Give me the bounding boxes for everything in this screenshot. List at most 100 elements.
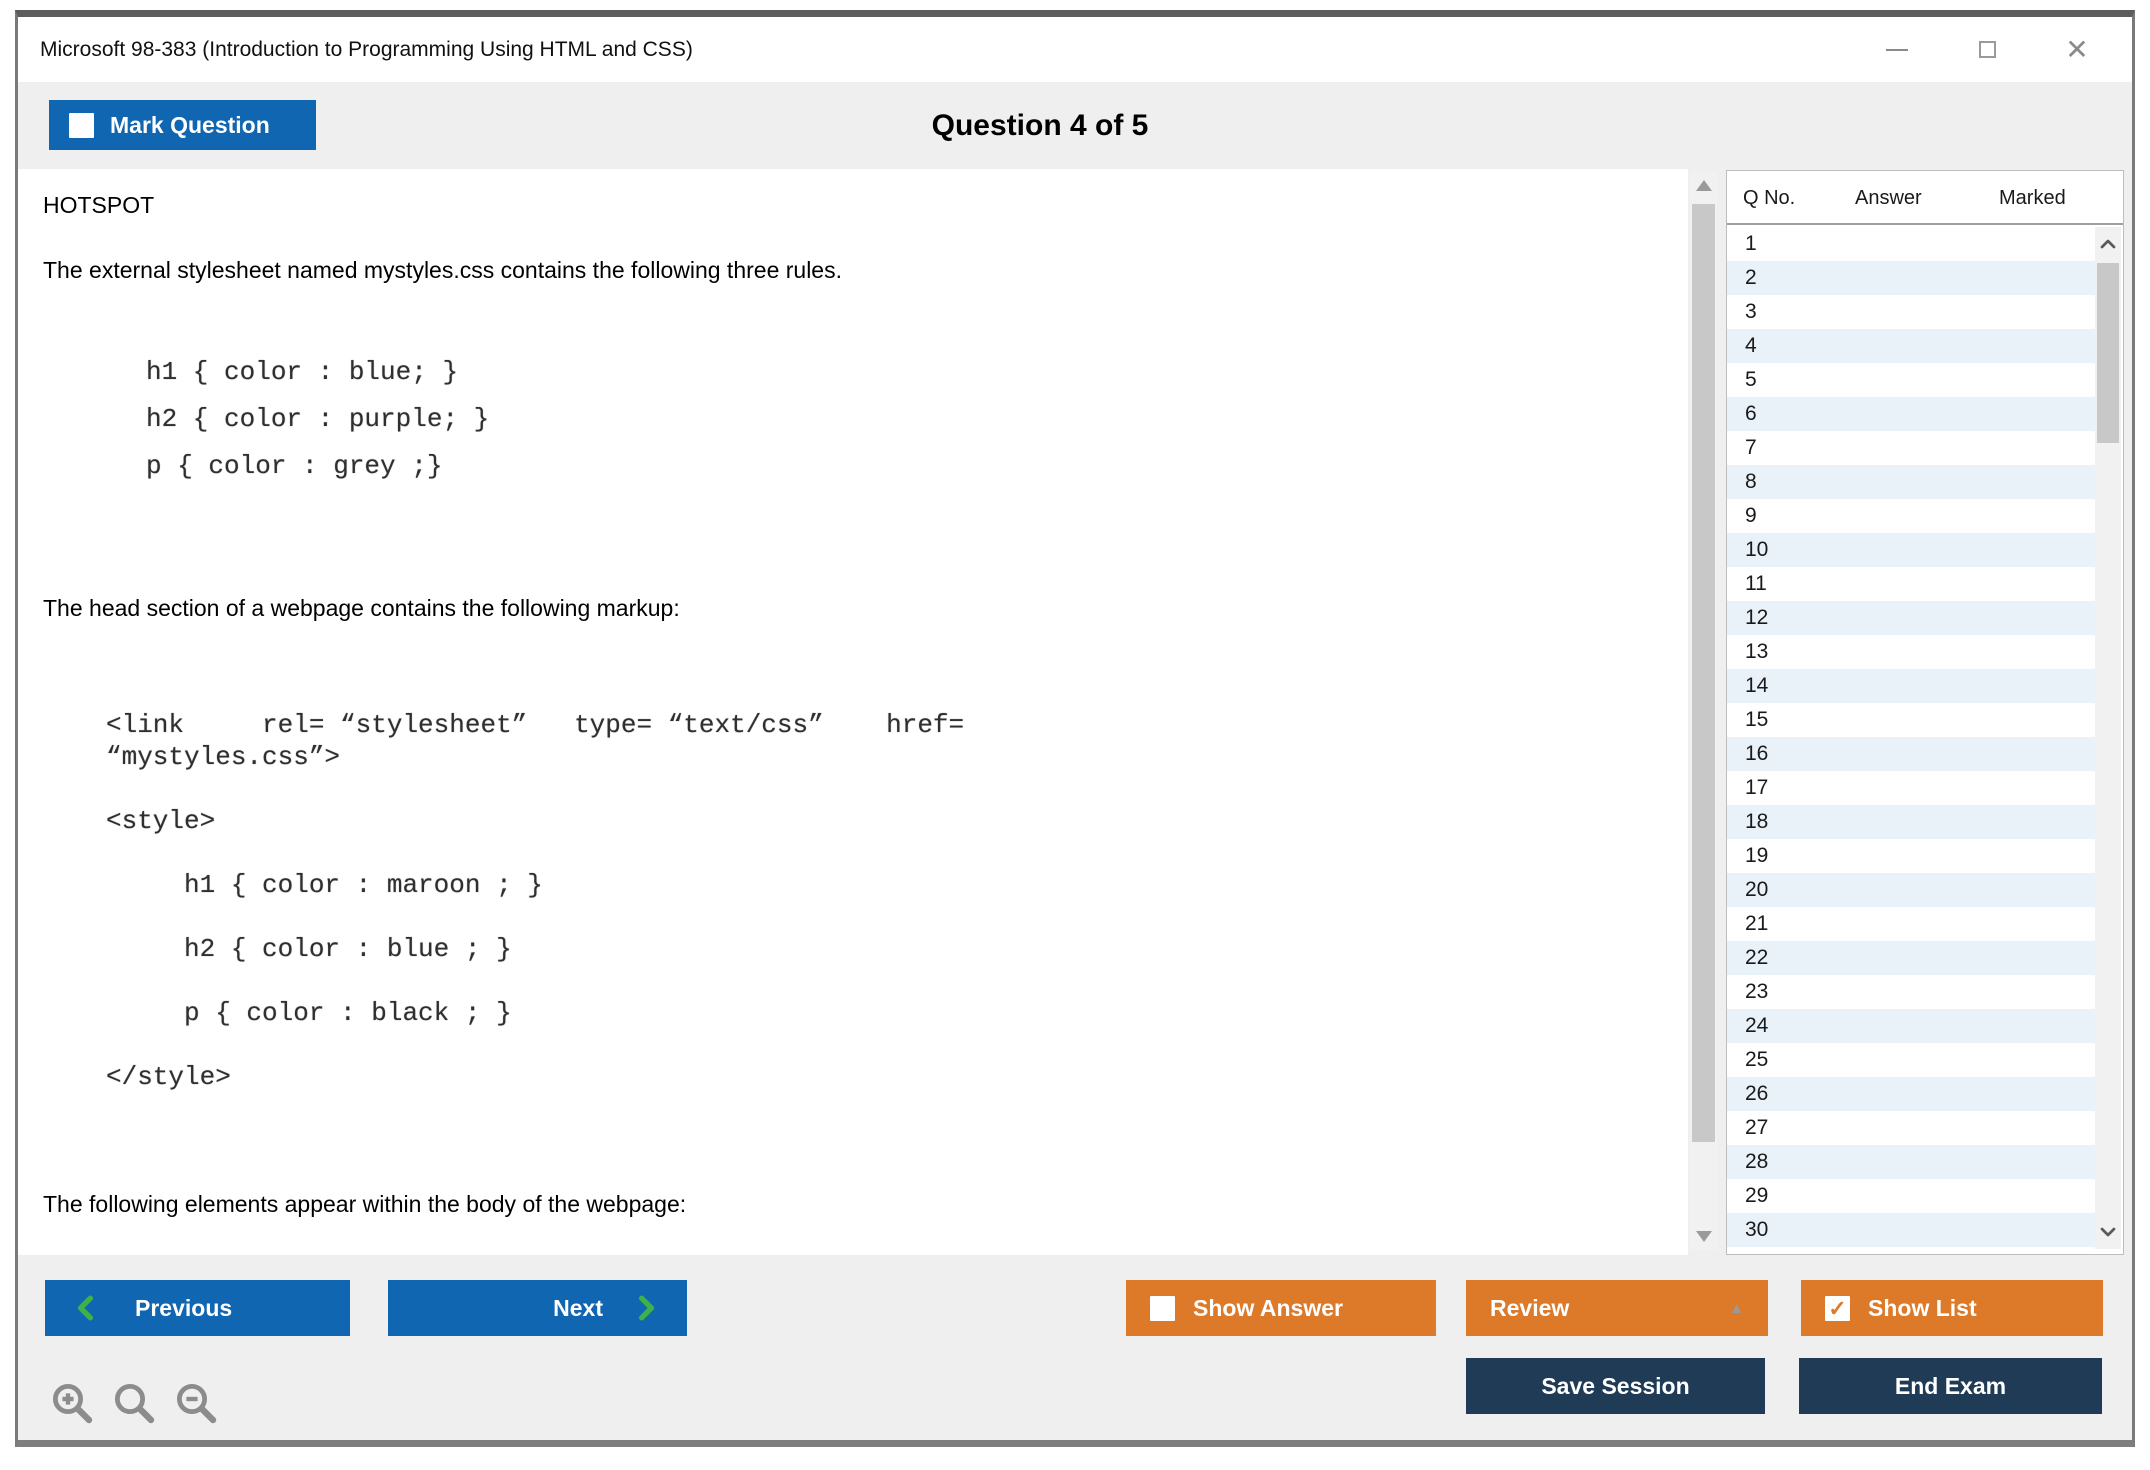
show-answer-label: Show Answer (1193, 1294, 1343, 1321)
checkbox-unchecked-icon (1150, 1295, 1175, 1321)
zoom-reset-icon[interactable] (110, 1379, 158, 1427)
scroll-up-arrow-icon[interactable] (1695, 180, 1712, 191)
column-header-answer: Answer (1855, 187, 1922, 209)
question-list-row[interactable]: 14 (1727, 669, 2097, 703)
question-list-row[interactable]: 7 (1727, 431, 2097, 465)
question-list-row[interactable]: 13 (1727, 635, 2097, 669)
question-number: 27 (1745, 1116, 1769, 1139)
question-number: 2 (1745, 266, 1757, 289)
body-elements-intro-text: The following elements appear within the… (43, 1191, 687, 1217)
minimize-icon (1886, 48, 1908, 51)
zoom-controls (48, 1379, 220, 1427)
chevron-left-icon (77, 1295, 94, 1321)
question-list-scrollbar-thumb[interactable] (2097, 263, 2119, 443)
close-icon: ✕ (2065, 33, 2089, 65)
question-number: 3 (1745, 300, 1757, 323)
close-button[interactable]: ✕ (2046, 17, 2108, 82)
question-list-row[interactable]: 19 (1727, 839, 2097, 873)
maximize-button[interactable] (1956, 17, 2018, 82)
question-number: 23 (1745, 980, 1769, 1003)
show-answer-button[interactable]: Show Answer (1126, 1280, 1436, 1336)
question-list-row[interactable]: 27 (1727, 1111, 2097, 1145)
question-list-row[interactable]: 30 (1727, 1213, 2097, 1247)
triangle-up-icon: ▲ (1729, 1299, 1744, 1317)
question-list-row[interactable]: 9 (1727, 499, 2097, 533)
question-number: 28 (1745, 1150, 1769, 1173)
question-number: 16 (1745, 742, 1769, 765)
question-list-header: Q No. Answer Marked (1727, 171, 2123, 225)
question-number: 18 (1745, 810, 1769, 833)
question-list-row[interactable]: 12 (1727, 601, 2097, 635)
question-list-row[interactable]: 24 (1727, 1009, 2097, 1043)
question-number: 5 (1745, 368, 1757, 391)
checkbox-checked-icon: ✓ (1825, 1295, 1850, 1321)
list-scroll-up-icon[interactable] (2099, 235, 2117, 253)
question-list-row[interactable]: 28 (1727, 1145, 2097, 1179)
question-number: 11 (1745, 572, 1767, 595)
column-header-marked: Marked (1999, 187, 2066, 209)
mark-question-button[interactable]: Mark Question (49, 100, 316, 150)
save-session-button[interactable]: Save Session (1466, 1358, 1765, 1414)
question-number: 21 (1745, 912, 1769, 935)
question-number: 25 (1745, 1048, 1769, 1071)
question-number: 14 (1745, 674, 1769, 697)
question-list-row[interactable]: 22 (1727, 941, 2097, 975)
question-list-row[interactable]: 6 (1727, 397, 2097, 431)
head-section-intro-text: The head section of a webpage contains t… (43, 595, 680, 621)
content-scrollbar[interactable] (1690, 172, 1717, 1250)
head-markup-code-block: <link rel= “stylesheet” type= “text/css”… (106, 710, 965, 1092)
zoom-in-icon[interactable] (48, 1379, 96, 1427)
list-scroll-down-icon[interactable] (2099, 1223, 2117, 1241)
save-session-label: Save Session (1541, 1372, 1690, 1399)
scroll-down-arrow-icon[interactable] (1695, 1231, 1712, 1242)
question-list-row[interactable]: 1 (1727, 227, 2097, 261)
question-list-row[interactable]: 26 (1727, 1077, 2097, 1111)
question-list-row[interactable]: 25 (1727, 1043, 2097, 1077)
next-button[interactable]: Next (388, 1280, 687, 1336)
question-list-row[interactable]: 20 (1727, 873, 2097, 907)
column-header-qno: Q No. (1743, 187, 1796, 209)
question-list-row[interactable]: 17 (1727, 771, 2097, 805)
question-intro-text: The external stylesheet named mystyles.c… (43, 257, 842, 283)
review-label: Review (1490, 1294, 1570, 1321)
question-number: 19 (1745, 844, 1769, 867)
question-list-row[interactable]: 15 (1727, 703, 2097, 737)
question-list-row[interactable]: 5 (1727, 363, 2097, 397)
content-scrollbar-thumb[interactable] (1692, 204, 1715, 1142)
question-list-row[interactable]: 2 (1727, 261, 2097, 295)
question-list-row[interactable]: 18 (1727, 805, 2097, 839)
app-window: Microsoft 98-383 (Introduction to Progra… (15, 10, 2135, 1447)
question-list-row[interactable]: 4 (1727, 329, 2097, 363)
minimize-button[interactable] (1866, 17, 1928, 82)
question-list-row[interactable]: 23 (1727, 975, 2097, 1009)
next-label: Next (553, 1294, 603, 1321)
question-type-label: HOTSPOT (43, 192, 155, 218)
question-number: 15 (1745, 708, 1769, 731)
question-number: 1 (1745, 232, 1757, 255)
zoom-out-icon[interactable] (172, 1379, 220, 1427)
question-list-row[interactable]: 21 (1727, 907, 2097, 941)
question-list: 1 2 3 4 5 6 7 8 9 10 (1727, 227, 2097, 1247)
question-list-panel: Q No. Answer Marked 1 2 3 4 5 6 7 (1726, 170, 2124, 1255)
question-number: 8 (1745, 470, 1757, 493)
question-list-row[interactable]: 29 (1727, 1179, 2097, 1213)
title-bar: Microsoft 98-383 (Introduction to Progra… (18, 17, 2132, 82)
question-number: 17 (1745, 776, 1769, 799)
question-list-row[interactable]: 11 (1727, 567, 2097, 601)
previous-label: Previous (135, 1294, 233, 1321)
question-list-scrollbar[interactable] (2095, 227, 2121, 1249)
question-number: 12 (1745, 606, 1769, 629)
question-list-row[interactable]: 10 (1727, 533, 2097, 567)
review-button[interactable]: Review ▲ (1466, 1280, 1768, 1336)
previous-button[interactable]: Previous (45, 1280, 350, 1336)
end-exam-button[interactable]: End Exam (1799, 1358, 2102, 1414)
question-list-row[interactable]: 8 (1727, 465, 2097, 499)
chevron-right-icon (638, 1295, 655, 1321)
question-number: 10 (1745, 538, 1769, 561)
question-number: 20 (1745, 878, 1769, 901)
question-list-row[interactable]: 3 (1727, 295, 2097, 329)
question-number: 24 (1745, 1014, 1769, 1037)
question-list-row[interactable]: 16 (1727, 737, 2097, 771)
show-list-button[interactable]: ✓ Show List (1801, 1280, 2103, 1336)
